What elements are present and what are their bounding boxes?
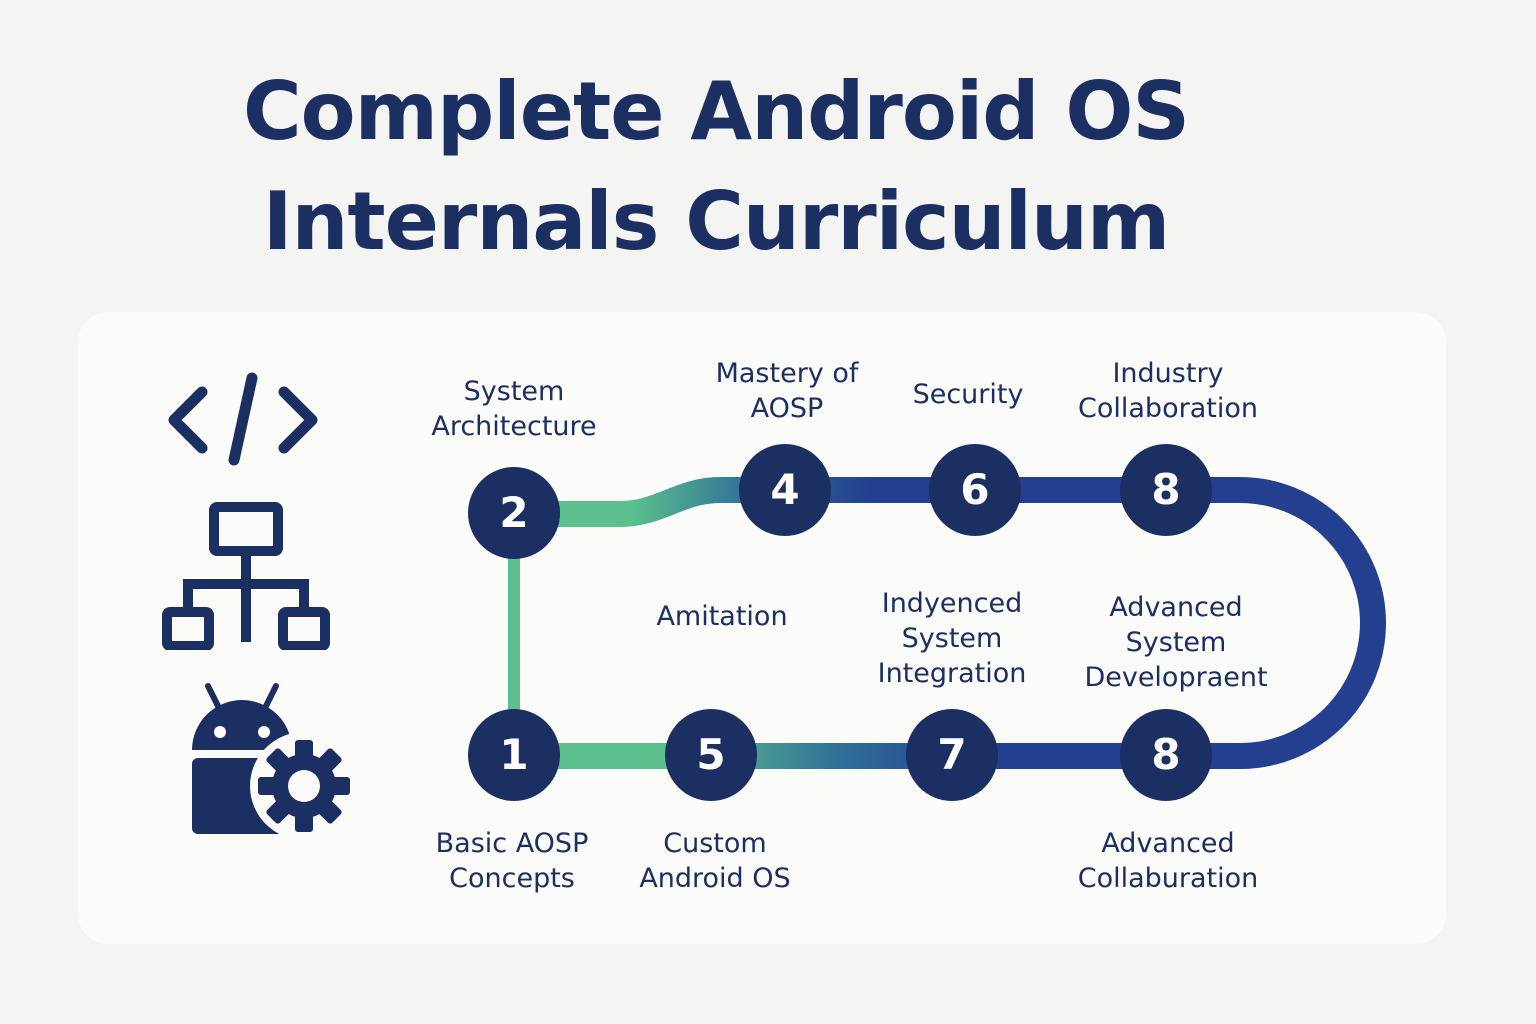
page-title-line-2: Internals Curriculum (262, 175, 1171, 268)
page-title-line-1: Complete Android OS (242, 65, 1190, 158)
label-security: Security (912, 379, 1024, 410)
step-node-4: 4 (739, 444, 831, 536)
step-node-7: 7 (906, 709, 998, 801)
step-node-8-top: 8 (1120, 444, 1212, 536)
step-node-5: 5 (665, 709, 757, 801)
connector-right-curve (1166, 477, 1386, 769)
hierarchy-tree-icon (162, 502, 330, 650)
android-gear-icon (192, 683, 356, 840)
step-node-6: 6 (929, 444, 1021, 536)
code-brackets-icon (168, 372, 318, 466)
step-node-1: 1 (468, 709, 560, 801)
step-node-8-bottom: 8 (1120, 709, 1212, 801)
connector-top-track (514, 477, 1166, 527)
step-node-2: 2 (468, 467, 560, 559)
label-amitation: Amitation (656, 601, 788, 632)
